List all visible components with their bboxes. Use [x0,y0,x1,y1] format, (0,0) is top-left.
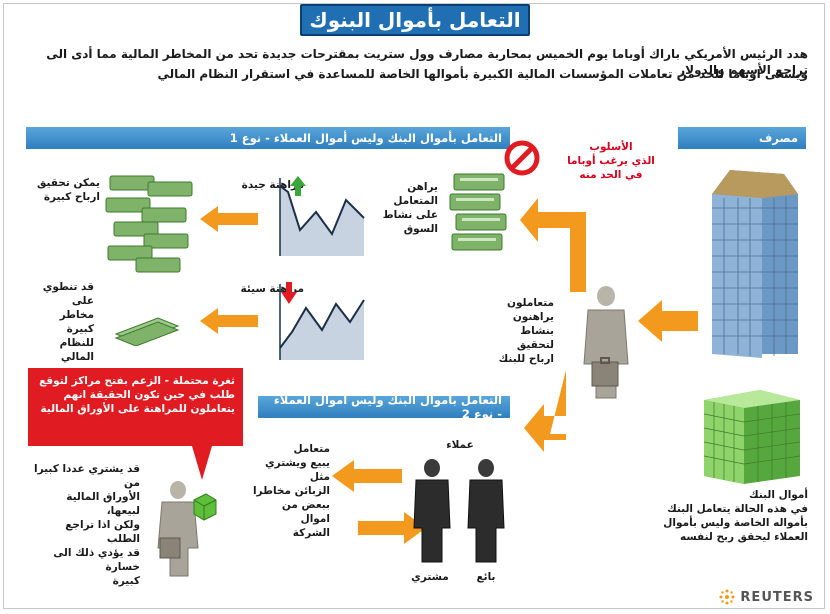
large-buy-line: كبيرة [112,575,140,587]
good-bet-chart [279,176,365,256]
bad-bet-chart [279,282,365,360]
arrow-trader-to-market [520,198,586,292]
obama-style-line: في الحد منه [579,169,643,181]
big-risks-label: قد تنطوي على مخاطر كبيرة للنظام المالي [30,280,94,364]
obama-style-label: الأسلوب الذي يرغب أوباما في الحد منه [556,140,666,182]
large-buy-label: قد يشتري عددا كبيرا من الأوراق المالية ل… [30,462,140,588]
buyer-label: مشتري [411,571,449,583]
type2-header: التعامل بأموال البنك وليس أموال العملاء … [258,393,510,421]
arrow-bank-to-trader [638,300,698,342]
arrow-to-risks [200,308,258,334]
traders-line: ارباح للبنك [498,353,554,365]
seller-label: بائع [476,571,496,583]
single-bill-icon [114,317,180,346]
speculate-line: السوق [403,223,438,235]
intro-line-2: ويسعى اوباما للحد من تعاملات المؤسسات ال… [157,67,808,81]
trader-sells-line: يبيع ويشتري مثل [265,457,330,483]
no-entry-icon [504,140,540,176]
reuters-logo: REUTERS [718,588,814,606]
green-up-arrow-icon [290,176,306,196]
big-profits-line: يمكن تحقيق [36,177,100,189]
trader-sells-label: متعامل يبيع ويشتري مثل الزبائن مخاطرا بب… [250,442,330,540]
traders-line: لتحقيق [516,339,554,351]
arrow-to-buyer-right [358,512,426,544]
arrow-to-buyer-left [332,460,402,492]
type1-header: التعامل بأموال البنك وليس أموال العملاء … [26,127,510,149]
arrow-to-profits [200,206,258,232]
big-risks-line: مخاطر كبيرة [59,309,94,335]
intro-line-1: هدد الرئيس الأمريكي باراك أوباما يوم الخ… [46,47,808,77]
clients-figures-icon [413,459,505,563]
bank-money-line: بأمواله الخاصة وليس بأموال [663,517,808,529]
seller-figure [467,459,505,563]
arrow-to-clients [524,370,566,452]
bank-money-line: العملاء ليحقق ربح لنفسه [679,531,808,543]
obama-style-line: الأسلوب [589,141,633,153]
green-cube-icon [703,390,801,484]
callout-loophole: ثغرة محتملة - الزعم بفتح مراكز لتوقع طلب… [28,368,243,446]
big-risks-line: قد تنطوي على [42,281,94,307]
trader-with-box-icon [157,481,217,577]
reuters-text: REUTERS [740,589,814,605]
speculate-market-label: يراهن المتعامل على نشاط السوق [378,180,438,236]
large-buy-line: ولكن اذا تراجع الطلب [65,519,140,545]
traders-label: متعاملون يراهنون بنشاط لتحقيق ارباح للبن… [484,296,554,366]
reuters-dots-icon [719,589,735,605]
trader-sells-line: الشركة [292,527,330,539]
big-risks-line: للنظام المالي [59,337,94,363]
large-buy-line: قد يؤدي ذلك الى خسارة [53,547,140,573]
money-stack-icon [449,173,507,251]
page-title: التعامل بأموال البنوك [300,4,530,36]
clients-label: عملاء [446,439,474,451]
speculate-line: يراهن [407,181,438,193]
speculate-line: على نشاط [382,209,438,221]
buyer-figure [413,459,451,563]
bank-money-line: أموال البنك [749,489,808,501]
skyscraper-icon [712,170,798,358]
trader-sells-line: متعامل [293,443,330,455]
bank-money-line: في هذه الحالة يتعامل البنك [667,503,808,515]
large-buy-line: الأوراق المالية لبيعها، [66,491,140,517]
callout-tail [192,446,212,480]
trader-sells-line: ببعض من اموال [281,499,330,525]
big-profits-label: يمكن تحقيق ارباح كبيرة [34,176,100,204]
good-bet-label: مراهنة جيدة [241,179,304,191]
red-down-arrow-icon [281,282,297,304]
trader-figure-icon [583,286,629,399]
obama-style-line: الذي يرغب أوباما [567,155,655,167]
money-pile-icon [105,175,193,273]
large-buy-line: قد يشتري عددا كبيرا من [33,463,140,489]
page-frame [3,3,825,609]
big-profits-line: ارباح كبيرة [43,191,100,203]
traders-line: متعاملون [507,297,554,309]
traders-line: يراهنون بنشاط [512,311,554,337]
bank-money-label: أموال البنك في هذه الحالة يتعامل البنك ب… [632,488,808,544]
bank-header: مصرف [678,127,806,149]
trader-sells-line: الزبائن مخاطرا [252,485,330,497]
speculate-line: المتعامل [393,195,438,207]
